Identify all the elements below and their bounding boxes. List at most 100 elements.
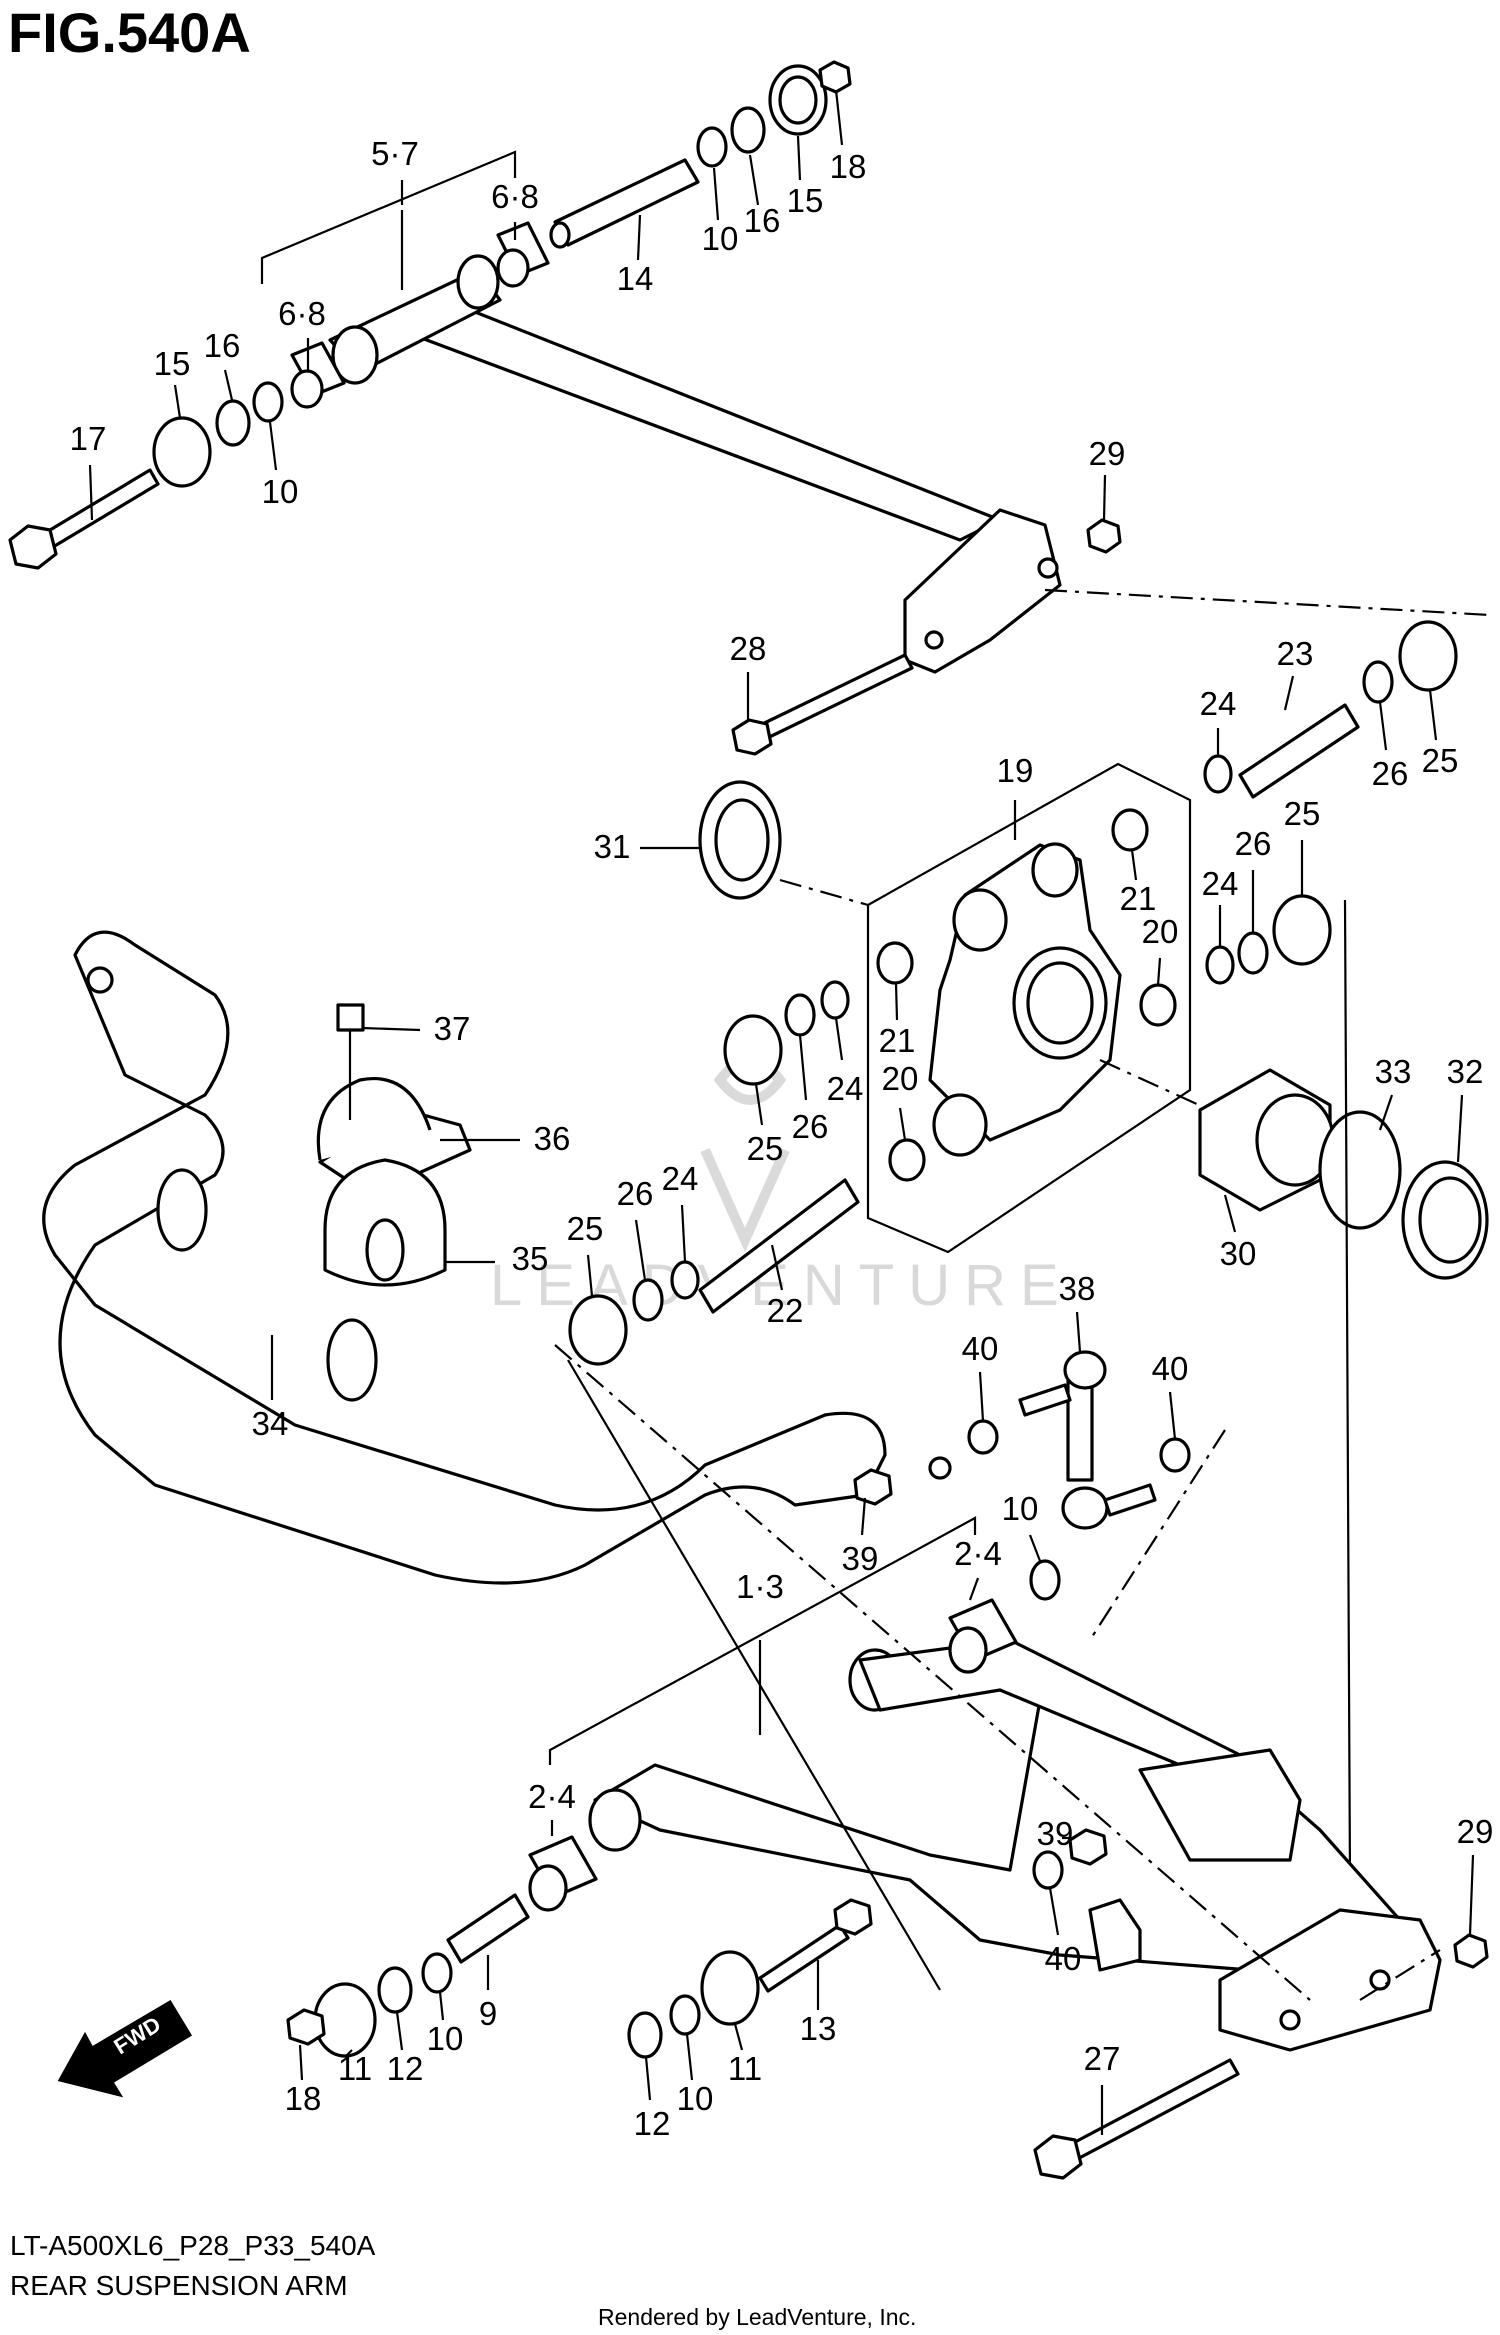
callout-label: 26	[1372, 755, 1409, 792]
callout-leader-line	[770, 1244, 784, 1291]
lower-arm-gusset	[1138, 1748, 1302, 1862]
rendered-by-credit: Rendered by LeadVenture, Inc.	[598, 2304, 916, 2330]
knuckle-guide-line	[1343, 899, 1352, 1881]
washer-40-link-bottom	[1159, 1437, 1191, 1473]
callout-label: 2·4	[528, 1778, 576, 1815]
callout-label: 11	[338, 2050, 372, 2087]
washer-26-upper	[1362, 660, 1394, 704]
bolt-27-head	[1033, 2134, 1083, 2180]
callout-bracket-5-7	[260, 150, 517, 290]
callout-label: 32	[1447, 1053, 1484, 1090]
callout-label: 10	[702, 220, 739, 257]
callout-leader-line	[1378, 701, 1388, 751]
callout-leader-line	[685, 2033, 694, 2081]
seal-32-inner	[1418, 1176, 1482, 1264]
callout-leader-line	[644, 2056, 652, 2101]
callout-label: 26	[1235, 825, 1272, 862]
bushing-6-8-lower-end	[290, 369, 324, 409]
callout-leader-line	[894, 982, 899, 1021]
figure-caption: REAR SUSPENSION ARM	[10, 2270, 348, 2301]
callout-label: 26	[617, 1175, 654, 1212]
callout-label: 31	[594, 828, 631, 865]
callout-label: 24	[1200, 685, 1237, 722]
callout-label: 40	[1152, 1350, 1189, 1387]
stabilizer-bar-assembly	[42, 930, 1226, 1641]
seal-10-left	[252, 381, 284, 423]
upper-arm-tube	[398, 308, 1002, 542]
nut-39-lower-arm	[1068, 1828, 1108, 1866]
callout-leader-line	[968, 1577, 980, 1601]
callout-leader-line	[298, 2044, 304, 2081]
callout-leader-line	[1283, 675, 1295, 711]
upper-arm-pivot-right	[456, 254, 500, 310]
callout-label: 35	[512, 1240, 549, 1277]
callout-label: 16	[204, 327, 241, 364]
shaft-14-end	[549, 221, 571, 249]
seal-10-lower-left	[421, 1952, 453, 1994]
callout-leader-line	[1456, 1094, 1464, 1163]
bushing-20-upper	[1139, 983, 1177, 1027]
callout-leader-line	[860, 1497, 867, 1536]
callout-leader-line	[636, 214, 642, 261]
callout-label: 38	[1059, 1270, 1096, 1307]
callout-leader-line	[634, 1219, 647, 1281]
bolt-28-shank	[748, 653, 914, 745]
upper-arm-bracket-hole-2	[1037, 557, 1059, 579]
callout-label: 18	[830, 148, 867, 185]
washer-12-lower-right	[627, 2011, 663, 2059]
nut-18-top	[818, 60, 852, 94]
link-38-stud-bottom	[1103, 1483, 1157, 1517]
washer-16-left	[215, 399, 251, 447]
callout-label: 25	[747, 1130, 784, 1167]
knuckle-bore-inner	[1026, 961, 1094, 1045]
callout-leader-line	[1428, 689, 1438, 741]
seal-24-lower	[670, 1260, 700, 1300]
link-38-bottom-eye	[1061, 1486, 1109, 1530]
bushing-6-8-upper-end	[496, 248, 530, 288]
link-38-top-eye	[1063, 1350, 1107, 1390]
callout-leader-line	[223, 369, 234, 401]
lower-arm-guide-line	[567, 1359, 941, 1991]
washer-26-lower	[632, 1278, 664, 1322]
washer-26-mid	[1237, 931, 1269, 975]
callout-leader-line	[1378, 1094, 1394, 1131]
bolt-13-head	[833, 1898, 873, 1936]
cap-15-top-inner	[778, 75, 818, 125]
callout-label: 10	[262, 473, 299, 510]
callout-label: 13	[800, 2010, 837, 2047]
callout-label: 12	[387, 2050, 424, 2087]
callout-label: 24	[827, 1070, 864, 1107]
callout-leader-line	[1168, 1391, 1177, 1440]
callout-leader-line	[748, 154, 760, 206]
callout-leader-line	[1130, 849, 1138, 881]
figure-title: FIG.540A	[8, 1, 251, 64]
bushing-20-lower	[888, 1138, 926, 1182]
leader-lines	[88, 89, 1475, 2135]
callout-leader-line	[754, 1083, 764, 1126]
bolt-17-head	[8, 524, 58, 570]
callout-leader-line	[1156, 957, 1162, 986]
washer-16-top	[730, 106, 766, 154]
cap-25-upper	[1398, 620, 1458, 692]
callout-label: 28	[730, 630, 767, 667]
callout-label: 25	[1284, 795, 1321, 832]
lower-arm-assembly	[286, 1344, 1489, 2180]
cap-25-lower	[568, 1294, 628, 1366]
callout-label: 16	[744, 202, 781, 239]
callout-label: 17	[70, 420, 107, 457]
callout-leader-line	[1075, 1311, 1082, 1353]
washer-40-lower-arm	[1032, 1850, 1064, 1890]
nut-29-top	[1086, 518, 1122, 554]
callout-leader-line	[1028, 1534, 1042, 1562]
cap-15-left	[152, 416, 212, 488]
callout-label: 10	[677, 2080, 714, 2117]
callout-leader-line	[978, 1371, 985, 1422]
callout-label: 40	[962, 1330, 999, 1367]
lower-arm-bracket-hole	[1369, 1969, 1391, 1991]
upper-arm-assembly	[8, 60, 1491, 756]
callout-label: 39	[842, 1540, 879, 1577]
knuckle-axis-line-2	[1099, 1058, 1211, 1112]
bolt-28-head	[731, 718, 773, 756]
stabilizer-bar-end-hole-2	[928, 1456, 952, 1480]
